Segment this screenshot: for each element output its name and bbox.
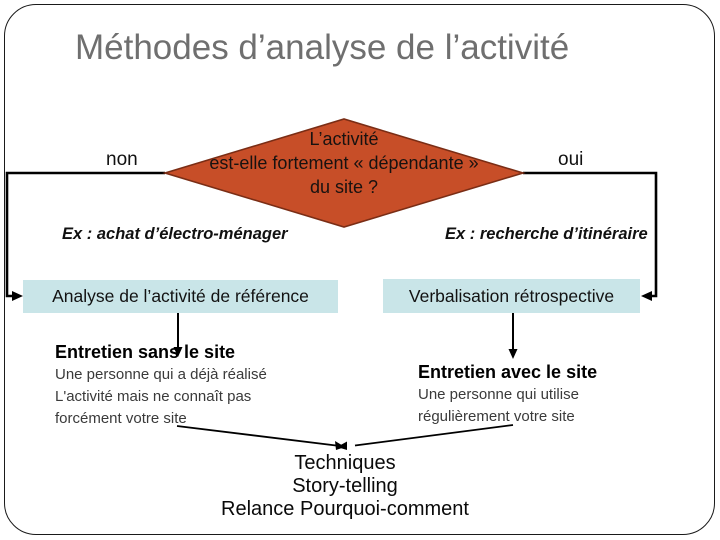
example-right: Ex : recherche d’itinéraire <box>445 225 648 243</box>
decision-diamond <box>162 118 526 228</box>
merge-arrowhead-right <box>337 441 347 450</box>
example-left: Ex : achat d’électro-ménager <box>62 225 288 243</box>
yes-branch-connector <box>523 171 658 298</box>
right-drop-arrowhead <box>508 349 518 359</box>
box-analyse-activite-reference: Analyse de l’activité de référence <box>23 280 338 313</box>
decision-question: L’activité est-elle fortement « dépendan… <box>209 129 479 197</box>
description-entretien-sans-site: Une personne qui a déjà réalisé L'activi… <box>55 366 267 427</box>
yes-branch-arrowhead <box>641 291 652 301</box>
left-drop-arrowhead <box>173 347 183 357</box>
no-branch-arrowhead <box>12 291 23 301</box>
heading-entretien-avec-site: Entretien avec le site <box>418 362 598 382</box>
no-branch-connector <box>5 171 165 298</box>
techniques-text: Techniques Story-telling Relance Pourquo… <box>221 452 469 520</box>
description-entretien-avec-site: Une personne qui utilise régulièrement v… <box>418 386 579 425</box>
decision-yes-label: oui <box>558 149 584 170</box>
heading-entretien-sans-site: Entretien sans le site <box>55 342 236 362</box>
page-title: Méthodes d’analyse de l’activité <box>75 28 570 67</box>
decision-no-label: non <box>106 149 138 170</box>
box-verbalisation-retrospective: Verbalisation rétrospective <box>383 279 640 313</box>
right-merge-connector <box>354 424 514 447</box>
left-merge-connector <box>176 425 337 447</box>
